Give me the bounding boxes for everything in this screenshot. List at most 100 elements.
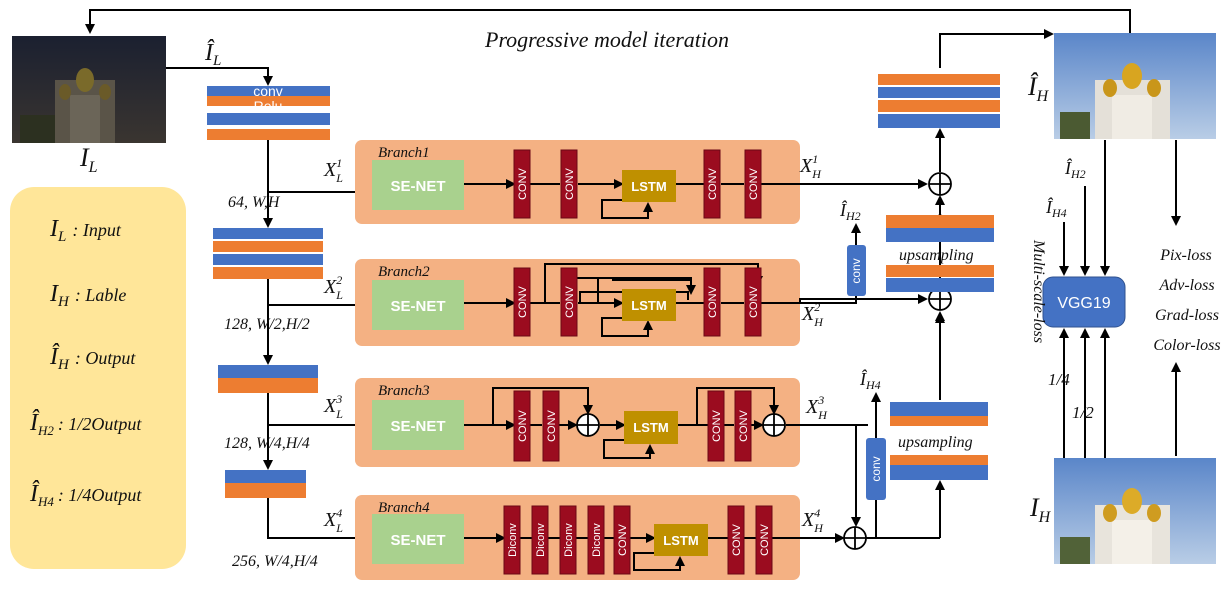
conv-block bbox=[513, 149, 531, 219]
lstm-2 bbox=[622, 289, 676, 321]
legend: IL: Input IH: Lable ÎH: Output ÎH2: 1/2O… bbox=[10, 187, 186, 569]
legend-item-half-output: ÎH2: 1/2Output bbox=[29, 410, 142, 438]
se-net-4-label: SE-NET bbox=[390, 532, 445, 549]
conv-text: CONV bbox=[759, 523, 771, 555]
conv-text: CONV bbox=[707, 285, 719, 317]
branch-3-name: Branch3 bbox=[378, 383, 430, 399]
vgg19-label: VGG19 bbox=[1057, 295, 1110, 312]
upsampling-label-1: upsampling bbox=[899, 247, 974, 264]
target-image bbox=[1054, 458, 1216, 564]
conv-block bbox=[744, 149, 762, 219]
diconv-block bbox=[559, 505, 577, 575]
diconv-block bbox=[587, 505, 605, 575]
lstm-2-label: LSTM bbox=[631, 298, 666, 313]
conv-block bbox=[734, 390, 752, 462]
output-h2-label: ÎH2 bbox=[1064, 157, 1086, 181]
diconv-text: Diconv bbox=[591, 523, 603, 557]
input-image-label: IL bbox=[79, 143, 98, 176]
feature-stack-3 bbox=[218, 365, 318, 393]
conv-block bbox=[560, 267, 578, 337]
upsampling-stack-2 bbox=[890, 402, 988, 480]
conv-block bbox=[707, 390, 725, 462]
branch-wiring bbox=[464, 179, 928, 571]
conv-text: CONV bbox=[517, 409, 529, 441]
feature-stack-2 bbox=[213, 228, 323, 279]
output-stack bbox=[878, 74, 1000, 128]
conv-text: CONV bbox=[564, 167, 576, 199]
se-net-3 bbox=[372, 400, 464, 450]
loss-adv: Adv-loss bbox=[1158, 277, 1214, 294]
branch3-adders bbox=[576, 413, 786, 437]
diconv-block bbox=[531, 505, 549, 575]
conv-text: CONV bbox=[546, 409, 558, 441]
lstm-1-label: LSTM bbox=[631, 179, 666, 194]
conv-block bbox=[755, 505, 773, 575]
output-h4-label: ÎH4 bbox=[1045, 196, 1067, 220]
main-adders bbox=[843, 172, 952, 550]
dim-3: 128, W/4,H/4 bbox=[224, 435, 310, 452]
side-conv-h4 bbox=[866, 438, 886, 500]
lstm-1 bbox=[622, 170, 676, 202]
branch-4-name: Branch4 bbox=[378, 500, 430, 516]
loss-color: Color-loss bbox=[1153, 337, 1220, 354]
se-net-1 bbox=[372, 160, 464, 210]
output-image-label: ÎH bbox=[1027, 72, 1050, 105]
conv-text: CONV bbox=[517, 285, 529, 317]
lstm-4 bbox=[654, 524, 708, 556]
multi-scale-loss-label: Multi-scale-loss bbox=[1030, 239, 1047, 343]
trunk-arrows bbox=[263, 140, 372, 543]
conv-text: CONV bbox=[564, 285, 576, 317]
side-output-h2: ÎH2 bbox=[839, 199, 861, 223]
se-net-2-label: SE-NET bbox=[390, 298, 445, 315]
diconv-text: Diconv bbox=[507, 523, 519, 557]
conv-text: CONV bbox=[617, 523, 629, 555]
se-net-1-label: SE-NET bbox=[390, 178, 445, 195]
branch-1-name: Branch1 bbox=[378, 145, 430, 161]
scale-label-2: 1/2 bbox=[1072, 403, 1094, 422]
conv-text: CONV bbox=[731, 523, 743, 555]
se-net-blocks bbox=[372, 160, 464, 564]
side-conv-h2-label: conv bbox=[849, 258, 863, 283]
relu-label: Relu bbox=[254, 98, 283, 114]
top-input-label: ÎL bbox=[204, 40, 221, 69]
dim-4: 256, W/4,H/4 bbox=[232, 553, 318, 570]
lstm-3 bbox=[624, 411, 678, 444]
conv-blocks bbox=[503, 149, 773, 575]
loss-pix: Pix-loss bbox=[1159, 247, 1212, 264]
feature-stack-4 bbox=[225, 470, 306, 498]
loss-wiring bbox=[1059, 140, 1181, 458]
dim-1: 64, W,H bbox=[228, 194, 281, 211]
dim-2: 128, W/2,H/2 bbox=[224, 316, 310, 333]
conv-text: CONV bbox=[748, 285, 760, 317]
conv-block bbox=[560, 149, 578, 219]
diconv-text: Diconv bbox=[535, 523, 547, 557]
lstm-blocks bbox=[622, 170, 708, 556]
conv-block bbox=[513, 267, 531, 337]
conv-block bbox=[703, 267, 721, 337]
upsampling-stack-1 bbox=[886, 215, 994, 292]
conv-text: CONV bbox=[748, 167, 760, 199]
diconv-block bbox=[503, 505, 521, 575]
diconv-text: Diconv bbox=[563, 523, 575, 557]
conv-text: CONV bbox=[711, 409, 723, 441]
lstm-4-label: LSTM bbox=[663, 533, 698, 548]
legend-box bbox=[10, 187, 186, 569]
se-net-3-label: SE-NET bbox=[390, 418, 445, 435]
output-image bbox=[1054, 33, 1216, 139]
side-conv-h4-label: conv bbox=[869, 456, 883, 481]
conv-text: CONV bbox=[517, 167, 529, 199]
lstm-3-label: LSTM bbox=[633, 420, 668, 435]
conv-block bbox=[513, 390, 531, 462]
side-conv-h2 bbox=[847, 245, 866, 296]
conv-label: conv bbox=[253, 83, 283, 99]
target-image-label: IH bbox=[1029, 493, 1052, 526]
se-net-4 bbox=[372, 514, 464, 564]
